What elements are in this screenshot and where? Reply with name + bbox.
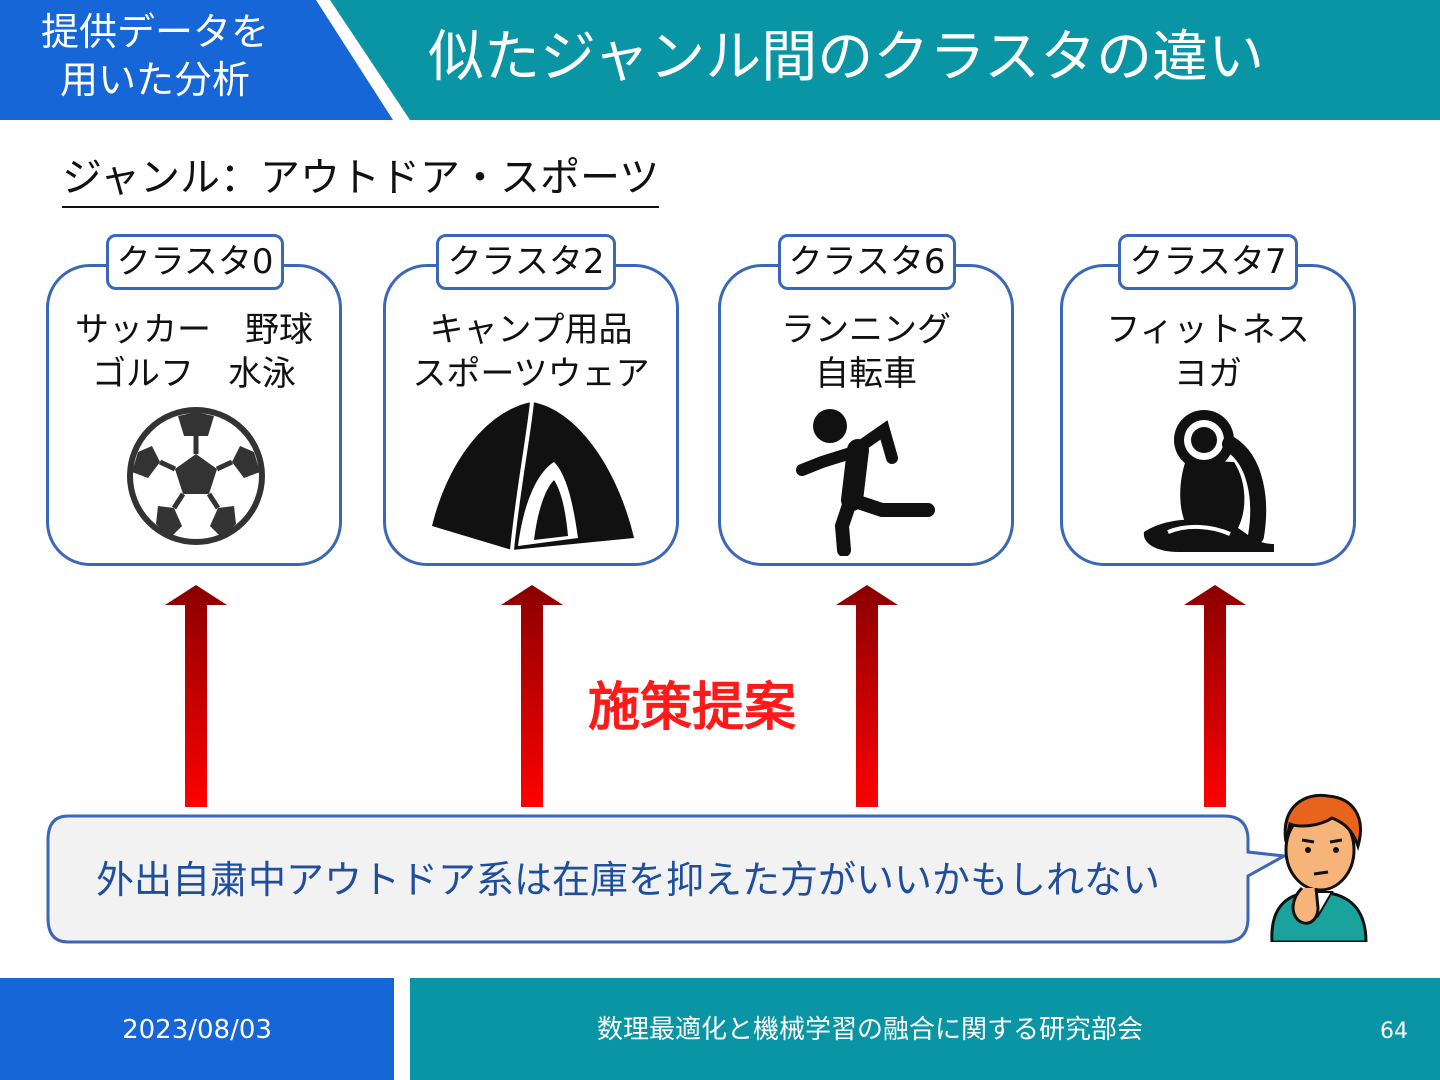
cluster-text-6-line1: ランニング [718, 308, 1014, 352]
runner-icon [796, 404, 946, 556]
proposal-label: 施策提案 [588, 672, 796, 744]
cluster-text-2-line1: キャンプ用品 [383, 308, 679, 352]
soccer-ball-icon [126, 406, 266, 546]
cluster-text-7-line1: フィットネス [1060, 308, 1356, 352]
footer-title: 数理最適化と機械学習の融合に関する研究部会 [410, 1010, 1330, 1050]
arrow-up-icon [836, 585, 898, 807]
cluster-tag-6: クラスタ6 [778, 234, 956, 290]
section-badge-line2: 用いた分析 [0, 56, 310, 104]
speech-text: 外出自粛中アウトドア系は在庫を抑えた方がいいかもしれない [96, 852, 1160, 908]
cluster-tag-7: クラスタ7 [1118, 234, 1298, 290]
arrow-up-icon [165, 585, 227, 807]
cluster-text-6-line2: 自転車 [718, 352, 1014, 396]
cluster-text-0-line1: サッカー 野球 [46, 308, 342, 352]
yoga-icon [1138, 404, 1280, 554]
section-badge-line1: 提供データを [0, 8, 310, 56]
cluster-text-2-line2: スポーツウェア [383, 352, 679, 396]
section-badge: 提供データを 用いた分析 [0, 8, 310, 104]
cluster-tag-0: クラスタ0 [106, 234, 284, 290]
cluster-text-0-line2: ゴルフ 水泳 [46, 352, 342, 396]
arrow-up-icon [501, 585, 563, 807]
thinking-person-icon [1262, 788, 1372, 942]
cluster-text-7-line2: ヨガ [1060, 352, 1356, 396]
footer-date: 2023/08/03 [0, 1010, 394, 1050]
page-number: 64 [1380, 1012, 1408, 1052]
slide-title: 似たジャンル間のクラスタの違い [428, 22, 1428, 94]
tent-icon [428, 400, 638, 556]
arrow-up-icon [1184, 585, 1246, 807]
cluster-tag-2: クラスタ2 [436, 234, 616, 290]
genre-label: ジャンル：アウトドア・スポーツ [62, 150, 659, 208]
